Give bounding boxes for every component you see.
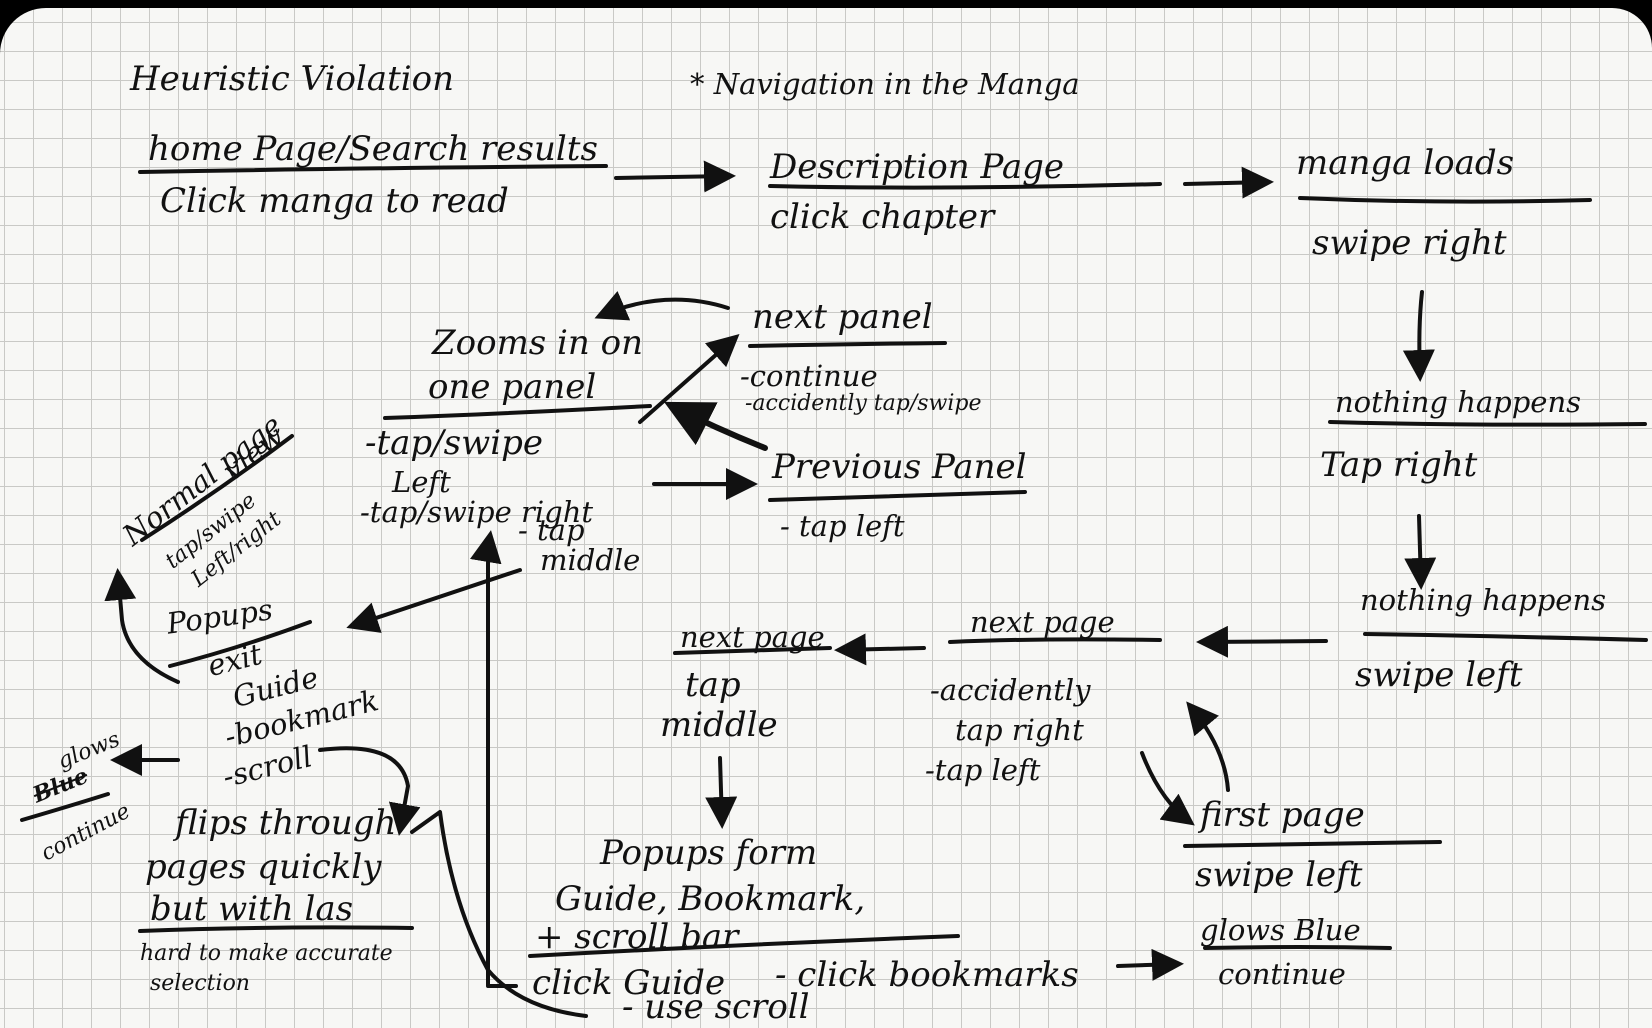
- underline-next-panel: [748, 341, 947, 348]
- node-description-detail: click chapter: [770, 197, 995, 237]
- node-first-page-title: first page: [1200, 795, 1365, 835]
- arrow-nothing1-to-nothing2: [1404, 514, 1437, 590]
- node-flips-detail-2: selection: [150, 971, 250, 996]
- node-zooms-item-5: middle: [540, 543, 641, 577]
- node-nothing-1-detail: Tap right: [1320, 445, 1478, 485]
- node-home-detail: Click manga to read: [160, 181, 509, 221]
- action-use-scroll: - use scroll: [622, 987, 810, 1027]
- underline-popups-bottom: [528, 934, 960, 958]
- node-next-page-right-title: next page: [970, 605, 1115, 639]
- node-next-page-left-detail-2: middle: [660, 705, 778, 745]
- node-home-title: home Page/Search results: [148, 129, 598, 169]
- node-previous-panel-detail: - tap left: [780, 509, 905, 543]
- node-popups-bottom-line-1: Popups form: [600, 833, 818, 873]
- node-next-panel-item-1: -continue: [740, 359, 878, 393]
- arrow-next-page-right-to-left: [834, 633, 926, 666]
- underline-flips: [138, 925, 414, 933]
- line-flips-to-bottom: [410, 810, 588, 1018]
- underline-previous-panel: [768, 490, 1027, 502]
- arrow-zooms-to-next-panel: [638, 334, 740, 424]
- node-flips-line-3: but with las: [150, 889, 354, 929]
- underline-next-page-right: [948, 637, 1162, 644]
- action-click-bookmarks: - click bookmarks: [775, 955, 1079, 995]
- underline-next-page-left: [673, 646, 832, 655]
- underline-zooms: [383, 404, 652, 420]
- node-popups-bottom-line-3: + scroll bar: [535, 917, 739, 957]
- node-next-page-right-item-1: -accidently: [930, 673, 1091, 707]
- node-zooms-item-2: Left: [392, 465, 451, 499]
- underline-normal-page: [140, 434, 294, 542]
- underline-description: [768, 182, 1162, 190]
- notebook-page: Heuristic Violation * Navigation in the …: [0, 8, 1652, 1028]
- flowchart-ink-layer: [20, 160, 1648, 1018]
- arrow-previous-panel-to-zooms: [663, 401, 768, 451]
- underline-nothing-1: [1328, 420, 1647, 427]
- underline-nothing-2: [1363, 632, 1648, 642]
- arrow-next-panel-to-zooms: [594, 291, 730, 321]
- node-flips-line-2: pages quickly: [145, 847, 382, 887]
- node-zooms-line-2: one panel: [428, 367, 597, 407]
- node-next-page-left-detail-1: tap: [685, 665, 741, 705]
- node-flips-line-1: flips through: [175, 803, 397, 843]
- arrow-nothing2-to-next-page: [1196, 625, 1328, 658]
- node-zooms-item-1: -tap/swipe: [365, 423, 543, 463]
- underline-home: [138, 164, 608, 174]
- node-nothing-1-title: nothing happens: [1335, 385, 1582, 419]
- arrow-manga-to-nothing1: [1402, 290, 1435, 382]
- node-next-page-left-title: next page: [680, 620, 825, 654]
- node-manga-loads-detail: swipe right: [1312, 223, 1507, 263]
- underline-glows-right: [1203, 945, 1392, 950]
- action-click-guide: click Guide: [532, 963, 726, 1003]
- underline-glows-left: [20, 792, 110, 822]
- node-manga-loads-title: manga loads: [1296, 143, 1515, 183]
- arrow-scroll-to-flips: [318, 746, 421, 836]
- arrow-popups-to-normal-page: [104, 568, 180, 684]
- node-glows-right-detail: continue: [1218, 957, 1346, 991]
- node-popups-bottom-line-2: Guide, Bookmark,: [555, 879, 866, 919]
- node-next-panel-title: next panel: [752, 297, 933, 337]
- node-next-panel-item-2: -accidently tap/swipe: [745, 391, 982, 416]
- node-previous-panel-title: Previous Panel: [772, 447, 1027, 487]
- node-nothing-2-detail: swipe left: [1355, 655, 1523, 695]
- node-first-page-detail: swipe left: [1195, 855, 1363, 895]
- arrow-guide-back-to-zooms: [469, 530, 518, 988]
- node-next-page-right-item-2: tap right: [955, 713, 1084, 747]
- page-title: Heuristic Violation: [130, 59, 454, 99]
- node-nothing-2-title: nothing happens: [1360, 583, 1607, 617]
- arrow-description-to-manga: [1183, 166, 1274, 199]
- node-flips-detail-1: hard to make accurate: [140, 941, 393, 966]
- node-glows-right-title: glows Blue: [1200, 913, 1361, 947]
- node-description-title: Description Page: [770, 147, 1064, 187]
- node-zooms-item-4: - tap: [518, 513, 585, 547]
- underline-popups-left: [168, 620, 312, 668]
- arrow-next-page-to-first-page: [1140, 751, 1195, 826]
- node-zooms-line-1: Zooms in on: [432, 323, 644, 363]
- arrow-bookmarks-to-glows: [1116, 948, 1184, 981]
- node-next-page-right-item-3: -tap left: [925, 753, 1041, 787]
- arrow-next-page-to-popups-form: [705, 756, 738, 829]
- arrow-first-page-to-next-page: [1186, 701, 1230, 792]
- underline-first-page: [1183, 840, 1442, 848]
- underline-manga-loads: [1298, 196, 1592, 204]
- arrow-home-to-description: [614, 160, 736, 193]
- arrow-tap-middle-to-popups: [346, 568, 522, 633]
- node-zooms-item-3: -tap/swipe right: [360, 495, 594, 529]
- page-subtitle: * Navigation in the Manga: [690, 67, 1080, 101]
